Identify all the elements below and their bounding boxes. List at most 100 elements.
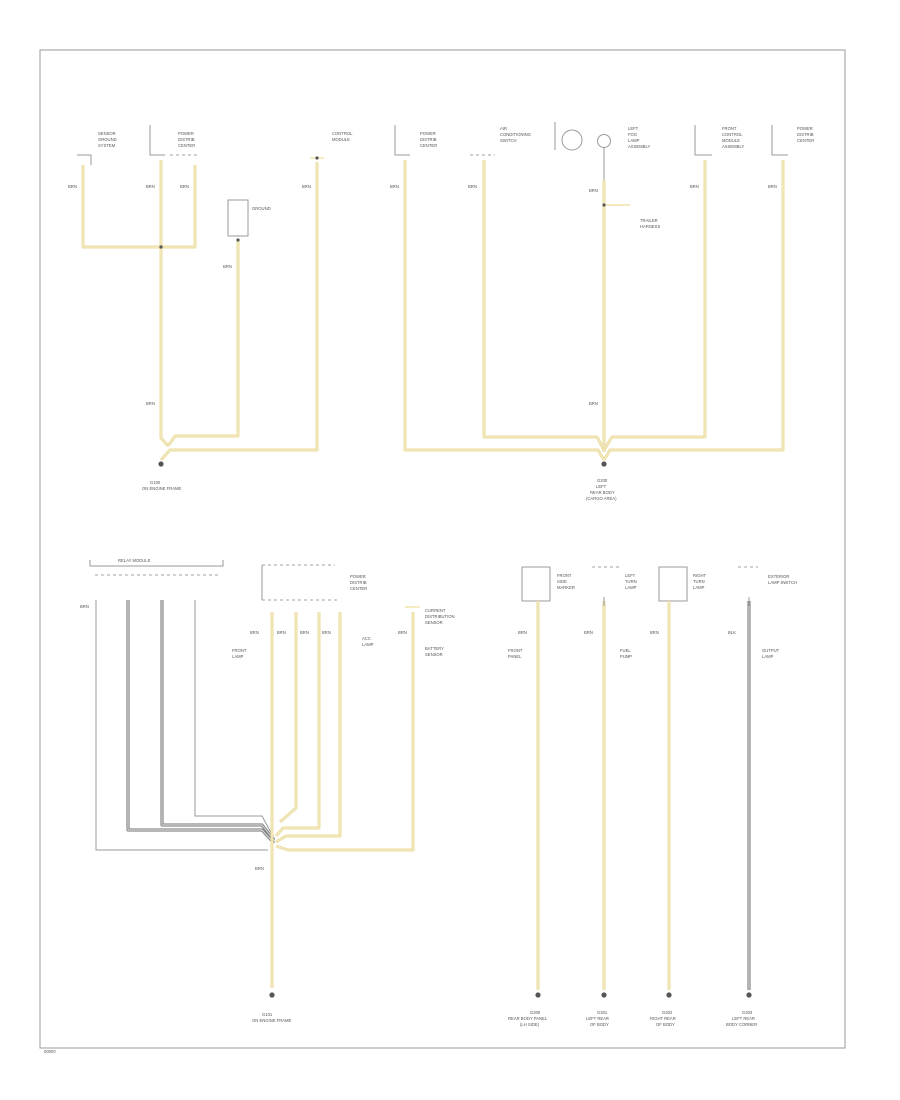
svg-text:POWER: POWER	[350, 574, 366, 579]
component-label-sensor-ground: SENSOR GROUND SYSTEM	[98, 131, 117, 148]
power-distrib-connector-1	[149, 125, 165, 156]
svg-text:SIDE: SIDE	[557, 579, 567, 584]
svg-text:FOG: FOG	[628, 132, 637, 137]
svg-text:SWITCH: SWITCH	[500, 138, 517, 143]
svg-text:LAMP: LAMP	[362, 642, 374, 647]
svg-text:LAMP SWITCH: LAMP SWITCH	[768, 580, 797, 585]
ground-symbol-g101	[269, 992, 275, 998]
component-label-power-distrib-2: POWER DISTRIB CENTER	[420, 131, 437, 148]
svg-text:FRONT: FRONT	[508, 648, 523, 653]
svg-text:LAMP: LAMP	[628, 138, 640, 143]
component-label-front-side-marker: FRONT SIDE MARKER	[557, 573, 575, 590]
svg-text:G100: G100	[150, 480, 161, 485]
svg-text:LEFT: LEFT	[596, 484, 607, 489]
note-output-lamp: OUTPUT LAMP	[762, 648, 780, 659]
note-front-lamp: FRONT LAMP	[232, 648, 247, 659]
front-side-marker-box	[521, 566, 551, 602]
power-distrib-connector-2	[394, 125, 410, 156]
wire-label: BRN	[650, 630, 659, 635]
svg-text:ASSEMBLY: ASSEMBLY	[722, 144, 744, 149]
svg-text:CENTER: CENTER	[420, 143, 437, 148]
svg-text:DISTRIB: DISTRIB	[420, 137, 437, 142]
svg-text:LAMP: LAMP	[693, 585, 705, 590]
component-label-power-distrib-4: POWER DISTRIB CENTER	[350, 574, 367, 591]
lamp-socket-circle	[597, 134, 611, 148]
svg-text:FUEL: FUEL	[620, 648, 631, 653]
svg-text:BATTERY: BATTERY	[425, 646, 444, 651]
wire-label: BRN	[518, 630, 527, 635]
wire-label: BRN	[322, 630, 331, 635]
svg-text:POWER: POWER	[420, 131, 436, 136]
wire-label: BRN	[468, 184, 477, 189]
svg-text:FRONT: FRONT	[722, 126, 737, 131]
ground-label-g101: G101 ON ENGINE FRAME	[252, 1012, 292, 1023]
component-label-ground: GROUND	[252, 206, 271, 211]
svg-text:G200: G200	[597, 478, 608, 483]
component-label-power-distrib-1: POWER DISTRIB CENTER	[178, 131, 195, 148]
power-distrib-connector-3	[771, 125, 788, 156]
component-label-relay-module: RELAY MODULE	[118, 558, 151, 563]
component-label-exterior-lamp-switch: EXTERIOR LAMP SWITCH	[768, 574, 797, 585]
svg-text:LEFT REAR: LEFT REAR	[586, 1016, 609, 1021]
ground-symbol-g200	[601, 461, 607, 467]
svg-text:LEFT REAR: LEFT REAR	[732, 1016, 755, 1021]
component-label-left-turn-lamp: LEFT TURN LAMP	[625, 573, 637, 590]
wire-label: BRN	[80, 604, 89, 609]
svg-text:REAR BODY PANEL: REAR BODY PANEL	[508, 1016, 548, 1021]
svg-text:SENSOR: SENSOR	[425, 620, 443, 625]
svg-text:DISTRIBUTION: DISTRIBUTION	[425, 614, 455, 619]
ground-label-g303: G303 LEFT REAR BODY CORNER	[726, 1010, 757, 1027]
wire-label: BRN	[768, 184, 777, 189]
svg-text:ON ENGINE FRAME: ON ENGINE FRAME	[142, 486, 182, 491]
wire-label: BRN	[584, 630, 593, 635]
svg-text:LAMP: LAMP	[762, 654, 774, 659]
svg-text:(LH SIDE): (LH SIDE)	[520, 1022, 540, 1027]
svg-text:SYSTEM: SYSTEM	[98, 143, 116, 148]
ground-label-g200: G200 LEFT REAR BODY (CARGO AREA)	[586, 478, 617, 501]
component-label-ac-switch: AIR CONDITIONING SWITCH	[500, 126, 531, 143]
svg-text:RELAY MODULE: RELAY MODULE	[118, 558, 151, 563]
ground-component	[227, 199, 249, 237]
svg-text:POWER: POWER	[797, 126, 813, 131]
svg-text:CONTROL: CONTROL	[332, 131, 353, 136]
note-fuel-pump: FUEL PUMP	[620, 648, 632, 659]
svg-text:CONTROL: CONTROL	[722, 132, 743, 137]
svg-text:SENSOR: SENSOR	[425, 652, 443, 657]
ground-symbol-g303	[746, 992, 752, 998]
svg-text:G300: G300	[530, 1010, 541, 1015]
wire-label: BLK	[728, 630, 736, 635]
wire-label: BRN	[390, 184, 399, 189]
fog-lamp-circle	[561, 129, 583, 151]
svg-text:PANEL: PANEL	[508, 654, 522, 659]
svg-text:LAMP: LAMP	[232, 654, 244, 659]
ground-label-g302: G302 RIGHT REAR OF BODY	[650, 1010, 676, 1027]
svg-text:CENTER: CENTER	[178, 143, 195, 148]
svg-text:TURN: TURN	[693, 579, 705, 584]
svg-text:G101: G101	[262, 1012, 273, 1017]
svg-text:CENTER: CENTER	[350, 586, 367, 591]
ground-symbol-g301	[601, 992, 607, 998]
svg-text:OF BODY: OF BODY	[590, 1022, 609, 1027]
front-control-connector	[694, 125, 712, 156]
wire-label: BRN	[255, 866, 264, 871]
svg-text:LEFT: LEFT	[628, 126, 639, 131]
svg-text:G301: G301	[597, 1010, 608, 1015]
top-right-circuit: POWER DISTRIB CENTER AIR CONDITIONING SW…	[390, 122, 814, 501]
svg-text:GROUND: GROUND	[98, 137, 117, 142]
svg-text:CURRENT: CURRENT	[425, 608, 446, 613]
svg-text:FRONT: FRONT	[232, 648, 247, 653]
svg-text:ACC: ACC	[362, 636, 371, 641]
bottom-right-circuit: FRONT SIDE MARKER LEFT TURN LAMP RIGHT T…	[508, 566, 797, 1027]
note-front-panel: FRONT PANEL	[508, 648, 523, 659]
ground-symbol-g300	[535, 992, 541, 998]
svg-text:CENTER: CENTER	[797, 138, 814, 143]
ground-symbol-g302	[666, 992, 672, 998]
svg-text:OUTPUT: OUTPUT	[762, 648, 780, 653]
ground-label-g100: G100 ON ENGINE FRAME	[142, 480, 182, 491]
note-acc-lamp: ACC LAMP	[362, 636, 374, 647]
svg-text:ASSEMBLY: ASSEMBLY	[628, 144, 650, 149]
svg-text:TURN: TURN	[625, 579, 637, 584]
svg-text:RIGHT: RIGHT	[693, 573, 706, 578]
ground-label-g300: G300 REAR BODY PANEL (LH SIDE)	[508, 1010, 548, 1027]
